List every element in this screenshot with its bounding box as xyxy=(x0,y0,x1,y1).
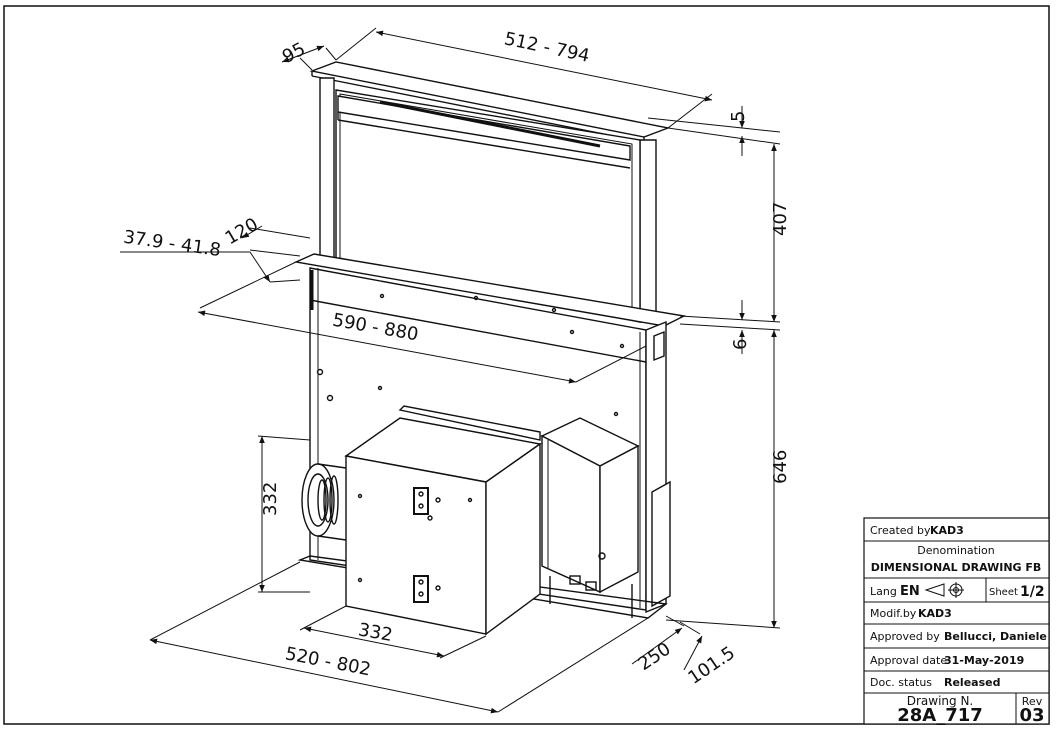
revision-label: Rev xyxy=(1022,695,1043,708)
drawing-frame xyxy=(3,5,1050,725)
control-box-side xyxy=(599,444,639,594)
modif-by-label: Modif.by xyxy=(870,607,917,620)
dim-height-raise: 407 xyxy=(770,202,791,236)
motor-box-side xyxy=(485,442,541,636)
approval-date-label: Approval date xyxy=(870,654,947,667)
created-by-value: KAD3 xyxy=(930,524,964,537)
motor-box-front xyxy=(345,455,487,635)
dim-cut-gap: 6 xyxy=(730,339,751,350)
approved-by-label: Approved by xyxy=(870,630,940,643)
dim-motor-height: 332 xyxy=(260,482,281,516)
title-block: Created by KAD3 Denomination DIMENSIONAL… xyxy=(863,517,1050,726)
denomination-label: Denomination xyxy=(917,544,995,557)
modif-by-value: KAD3 xyxy=(918,607,952,620)
dim-side-depth: 120 xyxy=(222,214,262,249)
dimension-lines xyxy=(120,27,781,714)
left-post xyxy=(319,77,335,263)
appliance-illustration xyxy=(293,61,687,636)
dim-base-width: 520 - 802 xyxy=(283,643,372,680)
denomination-value: DIMENSIONAL DRAWING FB xyxy=(871,561,1042,574)
lang-value: EN xyxy=(900,584,920,599)
dim-body-height: 646 xyxy=(770,450,791,484)
approval-date-value: 31-May-2019 xyxy=(944,654,1024,667)
drawing-number-label: Drawing N. xyxy=(907,694,974,708)
doc-status-label: Doc. status xyxy=(870,676,932,689)
projection-symbol-icon xyxy=(924,582,964,598)
dim-side-range: 37.9 - 41.8 xyxy=(122,227,222,261)
dim-depth-top: 95 xyxy=(279,39,309,68)
dim-top-gap: 5 xyxy=(728,111,749,122)
right-post xyxy=(639,139,657,323)
sheet-label: Sheet xyxy=(989,587,1018,598)
lang-label: Lang xyxy=(870,585,897,598)
dim-width-top: 512 - 794 xyxy=(502,28,591,67)
sheet-value: 1/2 xyxy=(1020,584,1045,600)
revision-value: 03 xyxy=(1019,705,1044,726)
drawing-number-value: 28A_717 xyxy=(897,705,983,726)
approved-by-value: Bellucci, Daniele xyxy=(944,630,1047,643)
doc-status-value: Released xyxy=(944,676,1000,689)
created-by-label: Created by xyxy=(870,524,931,537)
dim-motor-width: 332 xyxy=(357,619,394,646)
dim-base-depth: 250 xyxy=(634,638,674,675)
dim-base-offset: 101.5 xyxy=(684,643,738,689)
